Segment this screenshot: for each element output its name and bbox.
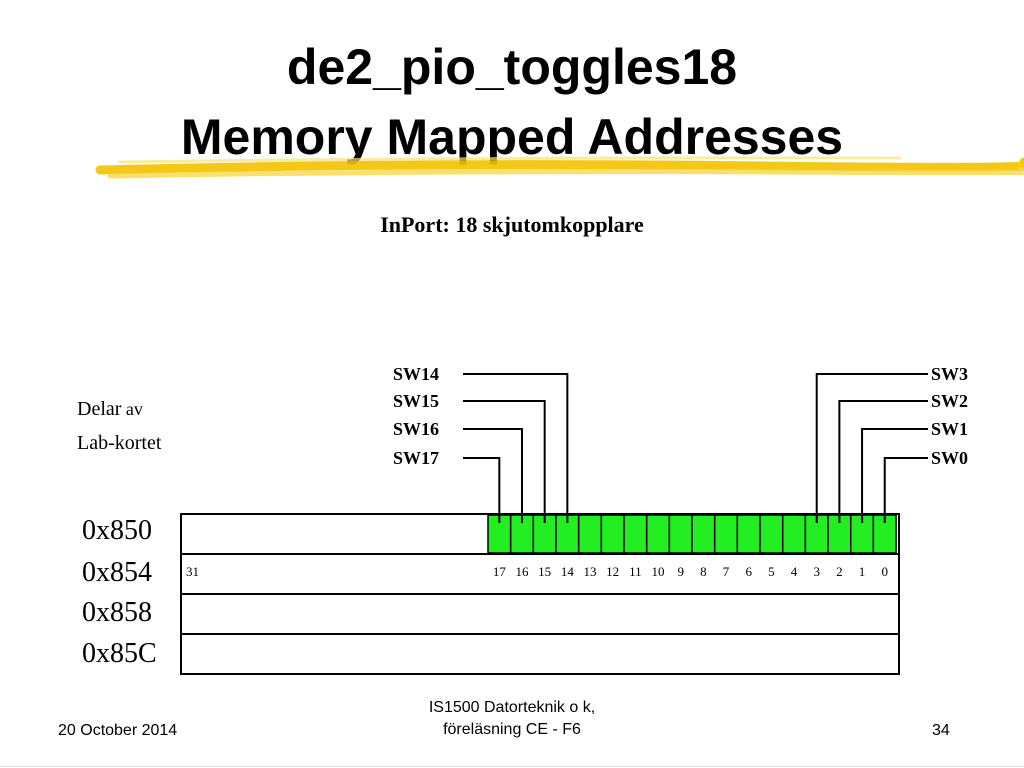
label-sw3: SW3 [931, 364, 968, 384]
label-sw1: SW1 [931, 419, 968, 439]
wire-sw2 [838, 400, 928, 523]
label-sw14: SW14 [393, 364, 439, 384]
switch-bit-4 [781, 514, 807, 554]
bit-label-10: 10 [652, 564, 665, 579]
note-av: av [121, 399, 143, 419]
switch-bit-9 [668, 514, 693, 554]
label-sw17: SW17 [393, 448, 439, 468]
bit-label-3: 3 [813, 564, 820, 579]
footer-divider [0, 766, 1024, 767]
switch-bit-13 [577, 514, 603, 554]
bit-label-4: 4 [791, 564, 798, 579]
diagram-subtitle: InPort: 18 skjutomkopplare [380, 212, 644, 237]
bit-label-9: 9 [677, 564, 684, 579]
footer-course: IS1500 Datorteknik o k, föreläsning CE -… [362, 697, 662, 741]
label-sw15: SW15 [393, 391, 439, 411]
switch-bit-7 [713, 514, 739, 554]
wire-sw15 [463, 400, 546, 523]
bit-label-5: 5 [768, 564, 775, 579]
address-label-0x850: 0x850 [82, 515, 152, 546]
slide-title-line2: Memory Mapped Addresses [180, 109, 844, 165]
wire-sw17 [463, 457, 501, 523]
switch-wires [463, 373, 928, 523]
bit-label-13: 13 [584, 564, 597, 579]
label-sw16: SW16 [393, 419, 439, 439]
label-sw2: SW2 [931, 391, 968, 411]
switch-bit-10 [645, 514, 671, 554]
footer-date: 20 October 2014 [58, 722, 178, 739]
bit-label-6: 6 [745, 564, 752, 579]
switch-bit-5 [759, 514, 784, 554]
note-delar: Delar [77, 398, 122, 420]
wire-sw1 [861, 428, 928, 523]
wire-sw3 [815, 373, 928, 523]
bit-label-7: 7 [723, 564, 730, 579]
note-lab-kortet: Lab-kortet [77, 432, 162, 454]
footer-course-line1: IS1500 Datorteknik o k, [428, 699, 596, 716]
wire-sw0 [883, 457, 928, 523]
wire-sw14 [463, 373, 569, 523]
bit-label-16: 16 [516, 564, 530, 579]
address-label-0x85C: 0x85C [82, 638, 157, 669]
bit-label-12: 12 [606, 564, 619, 579]
bit-label-8: 8 [700, 564, 707, 579]
bit-label-14: 14 [561, 564, 575, 579]
bit-label-15: 15 [538, 564, 551, 579]
switch-bit-11 [623, 514, 648, 554]
register-row-2 [180, 593, 900, 635]
slide-title-line1: de2_pio_toggles18 [286, 39, 738, 95]
switch-bit-12 [600, 514, 625, 554]
wire-sw16 [463, 428, 524, 523]
footer-course-line2: föreläsning CE - F6 [443, 721, 581, 738]
switch-bits [487, 514, 897, 554]
bit-label-17: 17 [493, 564, 507, 579]
label-sw0: SW0 [931, 448, 968, 468]
register-row-1 [180, 553, 900, 595]
address-label-0x854: 0x854 [82, 557, 152, 588]
bit-label-1: 1 [859, 564, 866, 579]
bit-label-11: 11 [629, 564, 642, 579]
bit-label-31: 31 [186, 564, 199, 579]
bit-label-0: 0 [881, 564, 888, 579]
footer-page-number: 34 [932, 722, 950, 739]
register-row-3 [180, 633, 900, 675]
switch-bit-6 [736, 514, 761, 554]
note-delar-av: Delar av [77, 398, 143, 421]
address-label-0x858: 0x858 [82, 597, 152, 628]
bit-label-2: 2 [836, 564, 843, 579]
switch-bit-8 [691, 514, 716, 554]
